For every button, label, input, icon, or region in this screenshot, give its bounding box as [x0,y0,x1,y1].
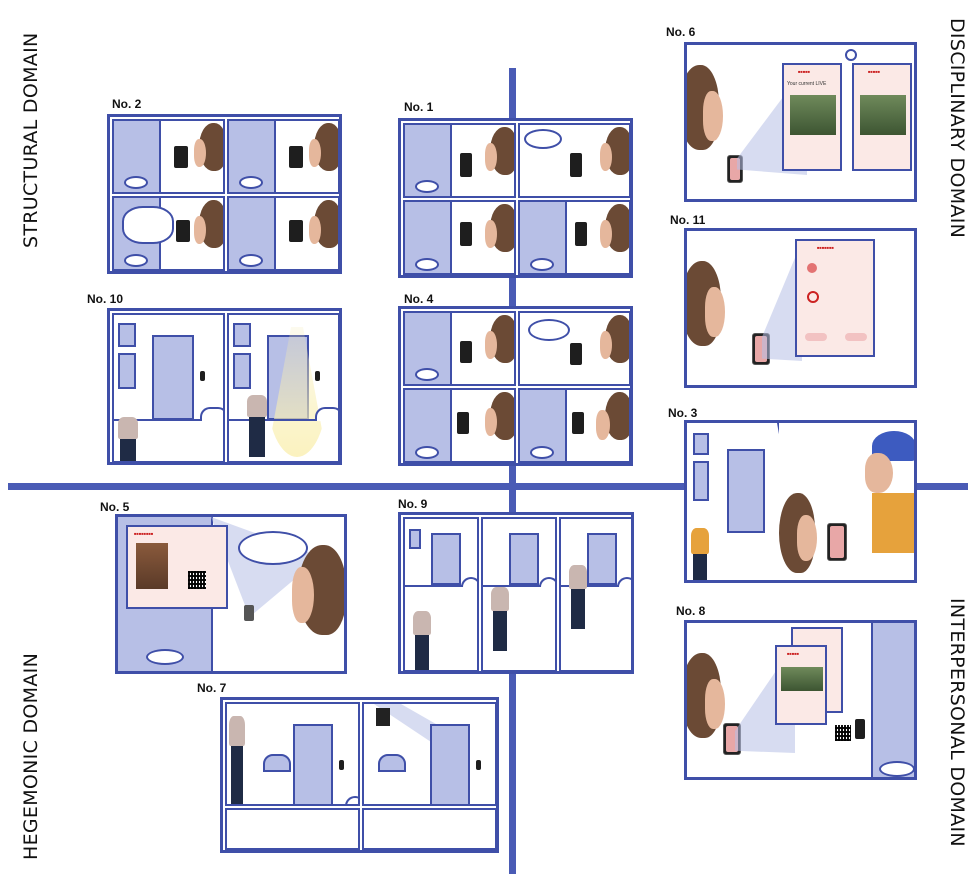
panel-4-cell [518,388,630,463]
speech-bubble [238,531,308,565]
panel-label-10: No. 10 [87,292,124,306]
panel-2-cell [227,119,339,194]
panel-label-5: No. 5 [100,500,130,514]
panel-label-7: No. 7 [197,681,227,695]
yes-button[interactable] [845,333,867,341]
panel-4-cell [403,311,516,386]
panel-label-9: No. 9 [398,497,428,511]
panel-2-cell [227,196,339,271]
mailbox [378,754,406,772]
app-screen-front: ■■■■■ [775,645,827,725]
portrait-photo [136,543,168,589]
panel-7 [220,697,499,853]
mailbox [263,754,291,772]
panel-2-cell [112,119,225,194]
no-button[interactable] [805,333,827,341]
speech-bubble [122,206,174,244]
panel-1 [398,118,633,278]
panel-9-cell [481,517,557,671]
panel-10 [107,308,342,465]
panel-1-cell [403,123,516,198]
panel-label-3: No. 3 [668,406,698,420]
panel-9 [398,512,634,674]
panel-6: ■■■■■ Your current LIVE ■■■■■ [684,42,917,202]
app-screen: ■■■■■■■ [795,239,875,357]
panel-10-cell [112,313,225,462]
app-screen-left: ■■■■■ Your current LIVE [782,63,842,171]
panel-5: ■■■■■■■■ [115,514,347,674]
panel-3 [684,420,917,583]
panel-4 [398,306,633,466]
horizontal-axis [8,483,968,490]
vertical-axis [509,68,516,874]
panel-4-cell [518,311,630,386]
panel-2-cell [112,196,225,271]
app-screen-right: ■■■■■ [852,63,912,171]
panel-2 [107,114,342,274]
panel-10-cell [227,313,339,462]
panel-7-cell [362,808,496,850]
panel-label-4: No. 4 [404,292,434,306]
speech-bubble [528,319,570,341]
panel-1-cell [518,123,630,198]
qr-code [188,571,206,589]
screen-live-text: Your current LIVE [787,81,827,87]
panel-7-cell [225,808,360,850]
qr-code [835,725,851,741]
panel-1-cell [518,200,630,275]
alert-icon [807,263,817,273]
panel-label-1: No. 1 [404,100,434,114]
structural-domain-label: STRUCTURAL DOMAIN [20,32,42,248]
panel-1-cell [403,200,516,275]
panel-label-8: No. 8 [676,604,706,618]
panel-label-6: No. 6 [666,25,696,39]
phone [827,523,847,561]
panel-11: ■■■■■■■ [684,228,917,388]
panel-label-2: No. 2 [112,97,142,111]
panel-7-cell [225,702,360,806]
timer-icon [807,291,819,303]
panel-label-11: No. 11 [670,213,706,227]
delivery-vest [872,493,914,553]
panel-9-cell [559,517,631,671]
interpersonal-domain-label: INTERPERSONAL DOMAIN [946,598,968,847]
panel-4-cell [403,388,516,463]
panel-9-cell [403,517,479,671]
panel-8: ■■■■■ [684,620,917,780]
swap-icon [845,49,857,61]
hegemonic-domain-label: HEGEMONIC DOMAIN [20,652,42,860]
no-camera-sign [376,708,390,726]
disciplinary-domain-label: DISCIPLINARY DOMAIN [946,18,968,239]
speech-bubble [524,129,562,149]
app-screen: ■■■■■■■■ [126,525,228,609]
panel-7-cell [362,702,496,806]
